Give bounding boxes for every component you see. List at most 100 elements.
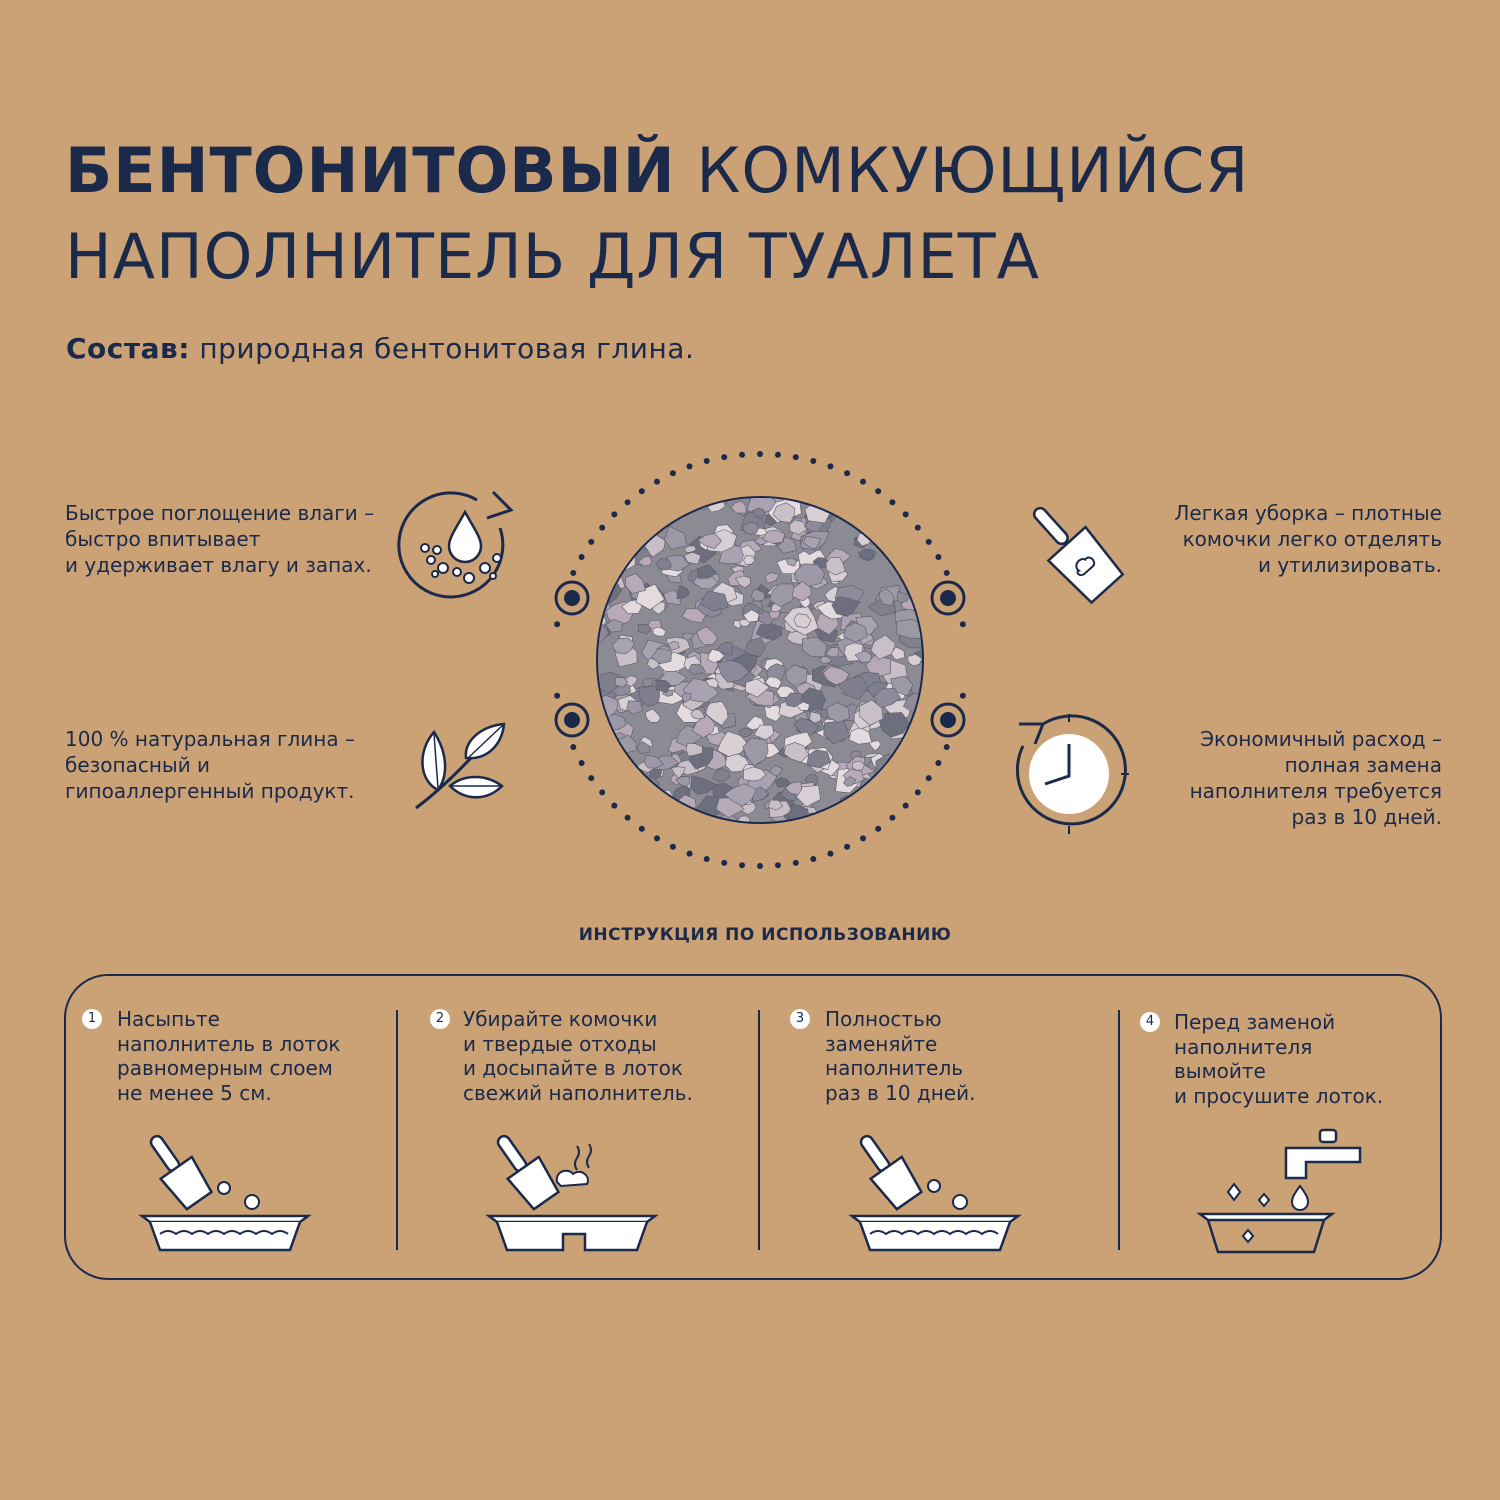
clay-granules bbox=[598, 498, 922, 822]
clay-granule bbox=[793, 613, 812, 629]
clay-granule bbox=[598, 806, 627, 822]
clay-granule bbox=[637, 808, 650, 820]
ring-dot bbox=[669, 843, 676, 850]
ring-dot bbox=[792, 454, 799, 461]
ring-dot bbox=[959, 621, 966, 628]
clay-granule bbox=[868, 740, 881, 752]
ring-dot bbox=[570, 744, 577, 751]
clay-granule bbox=[730, 500, 747, 514]
ring-dot bbox=[703, 855, 710, 862]
clay-granule bbox=[767, 799, 784, 811]
ring-dot bbox=[638, 825, 645, 832]
ring-dot bbox=[902, 511, 909, 518]
step-2-text: Убирайте комочки и твердые отходы и досы… bbox=[463, 1007, 693, 1105]
clay-granule bbox=[841, 803, 864, 822]
clay-granule bbox=[624, 573, 647, 594]
clay-granule bbox=[605, 618, 624, 633]
clay-granule bbox=[665, 505, 683, 519]
clay-granule bbox=[907, 498, 922, 506]
clay-granule bbox=[890, 760, 911, 778]
wash-tray-icon bbox=[1196, 1128, 1362, 1254]
clay-granule bbox=[675, 776, 691, 787]
clay-granule bbox=[598, 712, 609, 726]
clay-granule bbox=[784, 781, 802, 796]
clay-granule bbox=[896, 618, 922, 639]
ring-dot bbox=[827, 850, 834, 857]
clay-granule bbox=[622, 504, 649, 521]
clay-granule bbox=[689, 775, 718, 795]
clay-granule bbox=[603, 505, 637, 534]
ring-dot bbox=[914, 524, 921, 531]
ring-dot bbox=[757, 451, 763, 457]
title-line1-rest: КОМКУЮЩИЙСЯ bbox=[696, 134, 1250, 207]
ring-dot bbox=[943, 744, 950, 751]
clay-granule bbox=[704, 677, 719, 689]
clay-granule bbox=[624, 675, 638, 688]
clay-granule bbox=[742, 737, 769, 767]
clay-granule bbox=[887, 544, 910, 565]
clay-granule bbox=[905, 727, 922, 753]
instructions-title: ИНСТРУКЦИЯ ПО ИСПОЛЬЗОВАНИЮ bbox=[578, 925, 952, 945]
clay-granule bbox=[598, 498, 605, 508]
clay-granule bbox=[683, 545, 697, 554]
ring-dot bbox=[654, 478, 660, 485]
composition: Состав: природная бентонитовая глина. bbox=[66, 332, 694, 365]
clay-granule bbox=[862, 798, 894, 820]
clay-granule bbox=[655, 679, 672, 694]
clay-granule bbox=[643, 755, 664, 769]
clay-granule bbox=[738, 727, 754, 738]
ring-dot bbox=[599, 789, 606, 796]
clay-granule bbox=[819, 655, 833, 664]
clay-granule bbox=[879, 533, 891, 543]
title-bold-word: БЕНТОНИТОВЫЙ bbox=[65, 134, 676, 207]
clay-granule bbox=[879, 712, 910, 738]
clay-granule bbox=[894, 814, 908, 822]
ring-dot bbox=[611, 802, 618, 809]
clay-granule bbox=[837, 498, 861, 513]
clay-granule bbox=[743, 555, 756, 566]
ring-dot bbox=[624, 814, 631, 821]
clay-granule bbox=[615, 771, 633, 784]
ring-marker-icon bbox=[554, 580, 966, 738]
clay-granule bbox=[822, 665, 850, 686]
clay-granule bbox=[683, 551, 702, 565]
ring-dot bbox=[860, 835, 866, 842]
clay-granule bbox=[650, 648, 672, 665]
clay-granule bbox=[628, 498, 645, 512]
clay-granule bbox=[742, 609, 760, 623]
clay-granule bbox=[667, 640, 680, 651]
clay-granule bbox=[848, 726, 873, 745]
clay-granule bbox=[735, 575, 751, 589]
clay-granule bbox=[638, 807, 657, 821]
ring-dot bbox=[757, 863, 763, 869]
ring-dot bbox=[686, 463, 693, 470]
clay-granule bbox=[652, 626, 667, 637]
ring-dot bbox=[570, 569, 577, 576]
clay-granule bbox=[870, 634, 896, 660]
clay-granule bbox=[826, 701, 850, 723]
clay-granule bbox=[785, 664, 808, 687]
ring-dot bbox=[925, 775, 932, 782]
clay-granule bbox=[870, 799, 886, 810]
ring-dot bbox=[669, 470, 676, 477]
clay-granule bbox=[614, 791, 640, 811]
ring-dot bbox=[860, 478, 866, 485]
ring-dot bbox=[875, 488, 882, 495]
scoop-clumps-icon bbox=[485, 1134, 659, 1252]
clay-granule bbox=[857, 548, 875, 561]
clay-granule bbox=[598, 587, 603, 595]
clay-granule bbox=[858, 699, 884, 726]
ring-dot bbox=[739, 862, 746, 869]
step-number: 1 bbox=[82, 1009, 102, 1029]
step-divider bbox=[758, 1010, 760, 1250]
clay-granule bbox=[697, 533, 723, 549]
clay-granule bbox=[717, 730, 749, 757]
clock-icon bbox=[1015, 714, 1129, 834]
clay-granule bbox=[664, 498, 690, 512]
ring-dot bbox=[739, 451, 746, 458]
clay-granule bbox=[676, 584, 690, 600]
clay-granule bbox=[861, 499, 882, 516]
feature-economy-text: Экономичный расход – полная замена напол… bbox=[1189, 727, 1442, 829]
clay-granule bbox=[717, 659, 750, 683]
scoop-icon bbox=[1032, 506, 1125, 605]
